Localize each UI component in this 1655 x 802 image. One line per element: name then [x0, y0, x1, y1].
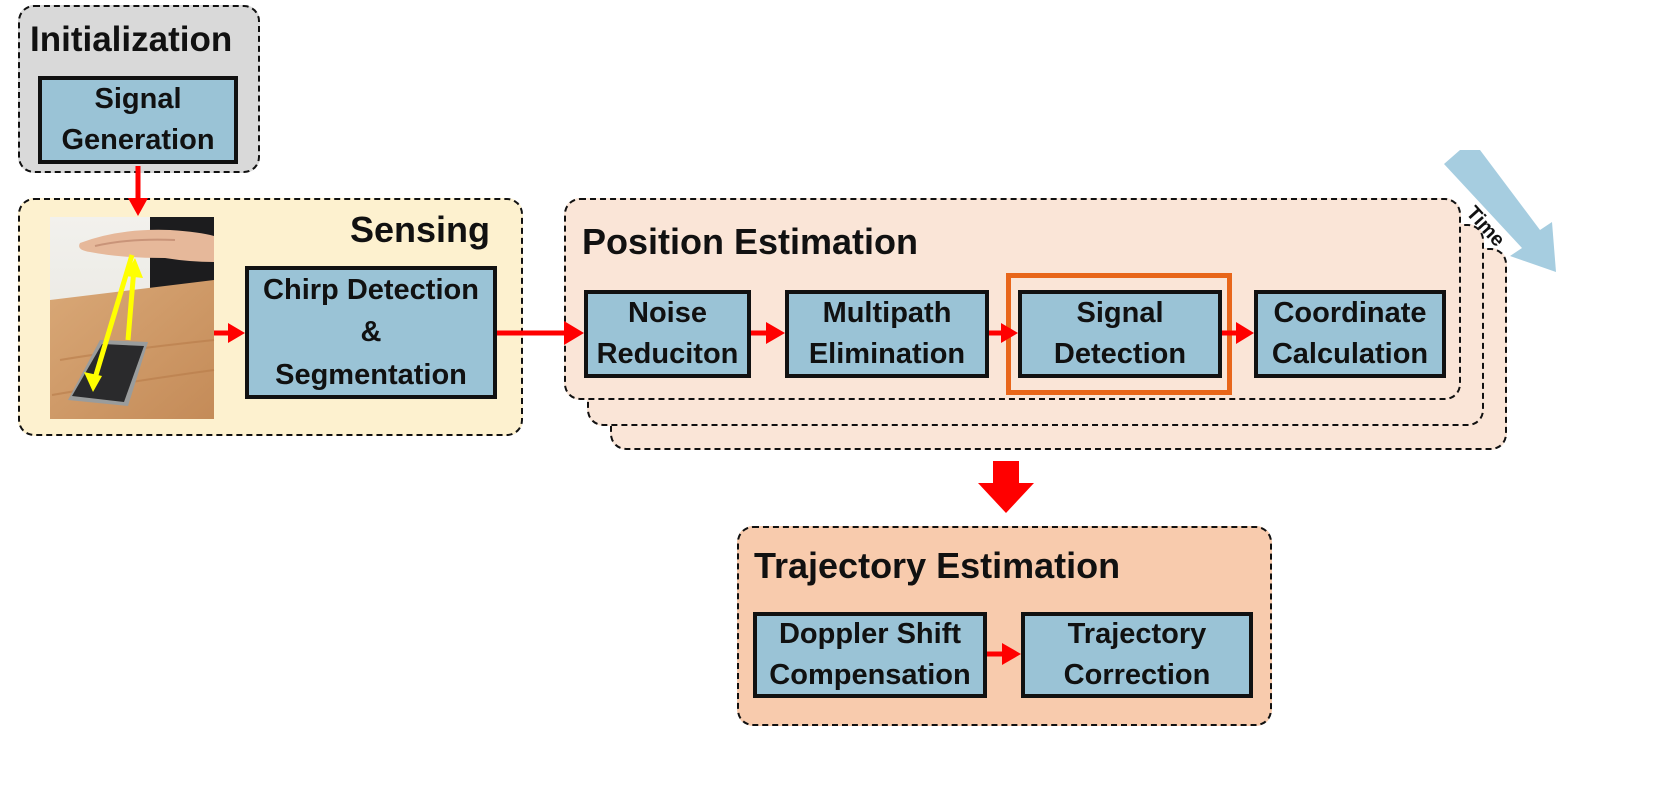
initialization-title: Initialization — [30, 20, 233, 59]
arrow-position-to-trajectory — [978, 461, 1034, 513]
position-estimation-title: Position Estimation — [582, 221, 919, 262]
noise-reduction-box: Noise Reduciton — [584, 290, 751, 378]
trajectory-correction-box: Trajectory Correction — [1021, 612, 1253, 698]
chirp-detection-box: Chirp Detection & Segmentation — [245, 266, 497, 399]
signal-detection-box: Signal Detection — [1018, 290, 1222, 378]
doppler-shift-compensation-box: Doppler Shift Compensation — [753, 612, 987, 698]
sensing-title: Sensing — [350, 209, 491, 250]
signal-generation-box: Signal Generation — [38, 76, 238, 164]
coordinate-calculation-box: Coordinate Calculation — [1254, 290, 1446, 378]
multipath-elimination-box: Multipath Elimination — [785, 290, 989, 378]
trajectory-estimation-title: Trajectory Estimation — [754, 545, 1121, 586]
